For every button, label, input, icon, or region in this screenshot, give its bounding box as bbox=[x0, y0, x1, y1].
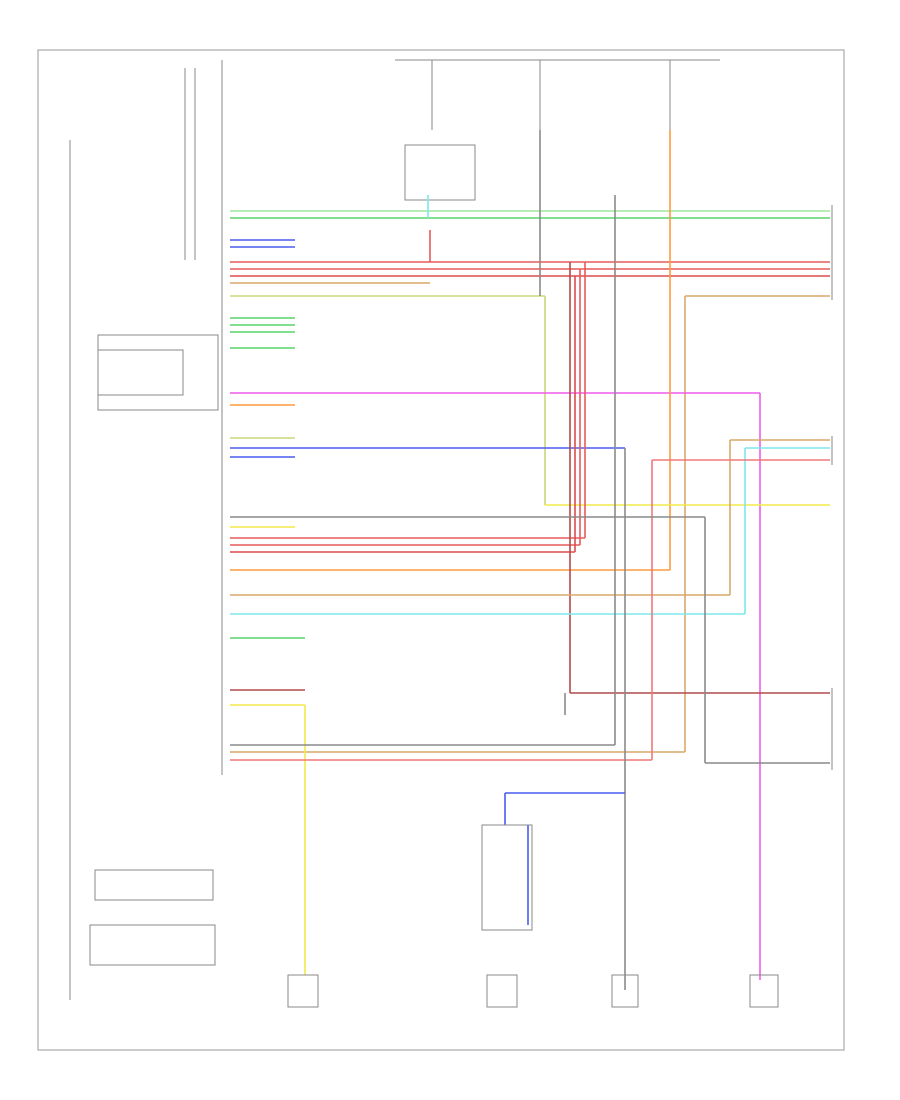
left-cluster-components bbox=[69, 140, 219, 1000]
diagram-frame bbox=[37, 49, 845, 1051]
bottom-components bbox=[287, 824, 779, 1008]
wire-harness bbox=[230, 130, 830, 990]
fuse-block-top bbox=[395, 59, 720, 201]
instrument-cluster-connector bbox=[184, 60, 223, 775]
